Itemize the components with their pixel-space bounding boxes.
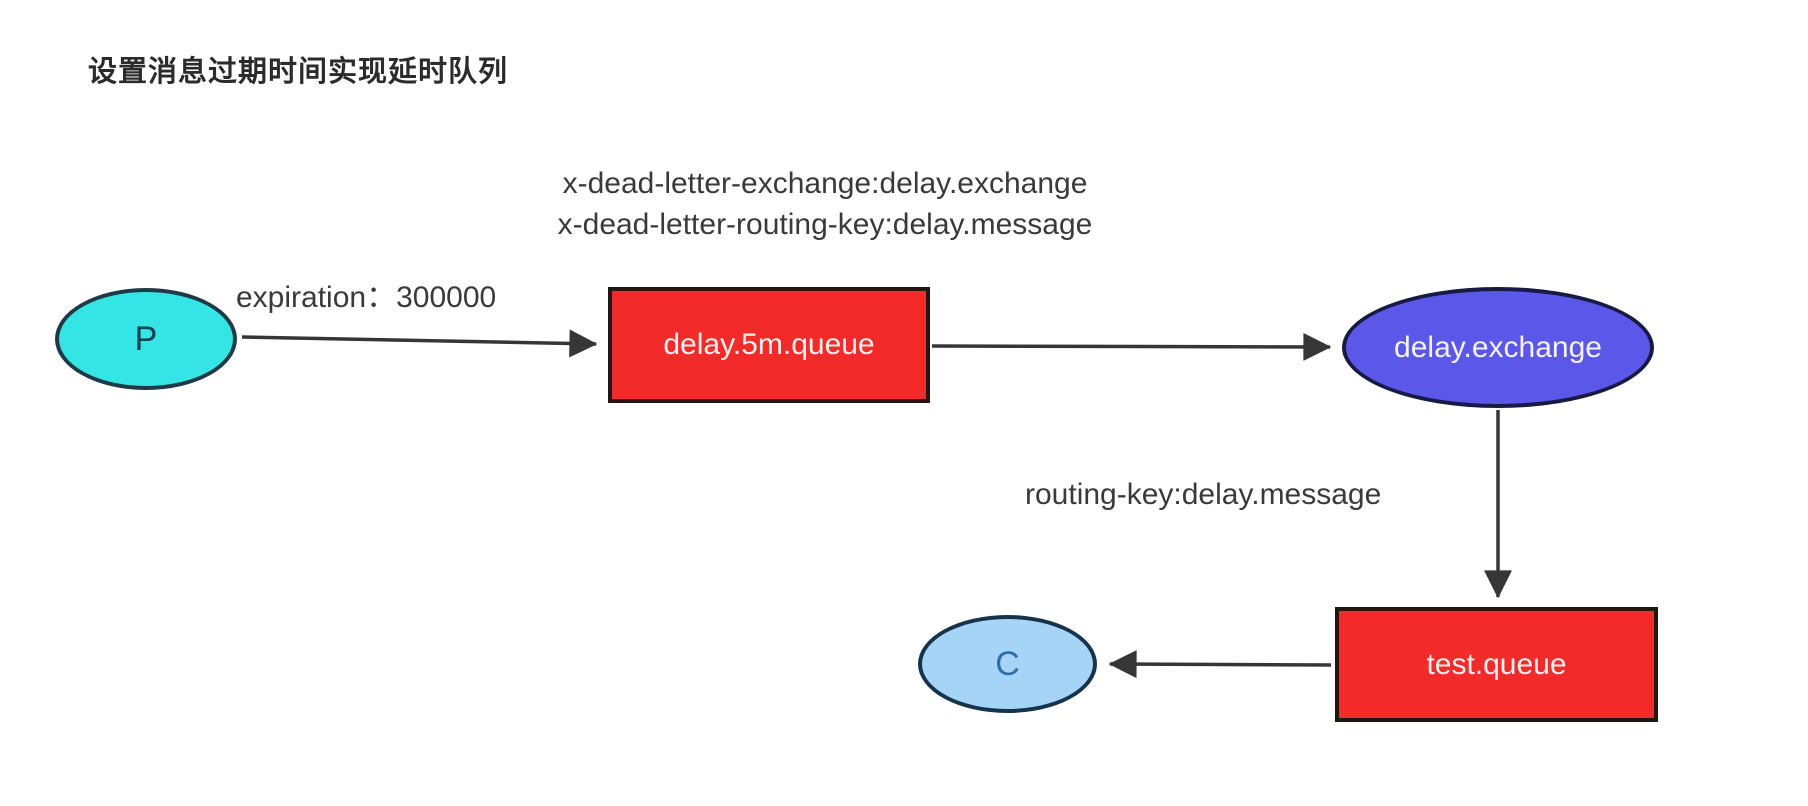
delay-queue-node: delay.5m.queue — [608, 287, 930, 403]
arrow-delay-queue-to-exchange — [931, 332, 1332, 361]
delay-exchange-label: delay.exchange — [1394, 330, 1602, 364]
dead-letter-exchange-label: x-dead-letter-exchange:delay.exchange — [562, 167, 1088, 200]
diagram-title: 设置消息过期时间实现延时队列 — [88, 56, 509, 88]
delay-queue-label: delay.5m.queue — [663, 328, 875, 361]
dead-letter-routing-key-label: x-dead-letter-routing-key:delay.message — [557, 208, 1093, 241]
consumer-node: C — [918, 615, 1097, 713]
arrow-test-queue-to-consumer — [1108, 650, 1332, 679]
delay-exchange-node: delay.exchange — [1342, 287, 1654, 408]
test-queue-node: test.queue — [1335, 607, 1658, 722]
test-queue-label: test.queue — [1426, 647, 1567, 681]
dead-letter-annotation: x-dead-letter-exchange:delay.exchange x-… — [480, 163, 1170, 245]
consumer-label: C — [995, 644, 1020, 683]
producer-label: P — [134, 319, 158, 358]
routing-key-label: routing-key:delay.message — [1025, 478, 1382, 511]
producer-node: P — [55, 288, 237, 390]
expiration-label: expiration：300000 — [236, 281, 497, 314]
arrow-producer-to-delay-queue — [241, 329, 598, 358]
